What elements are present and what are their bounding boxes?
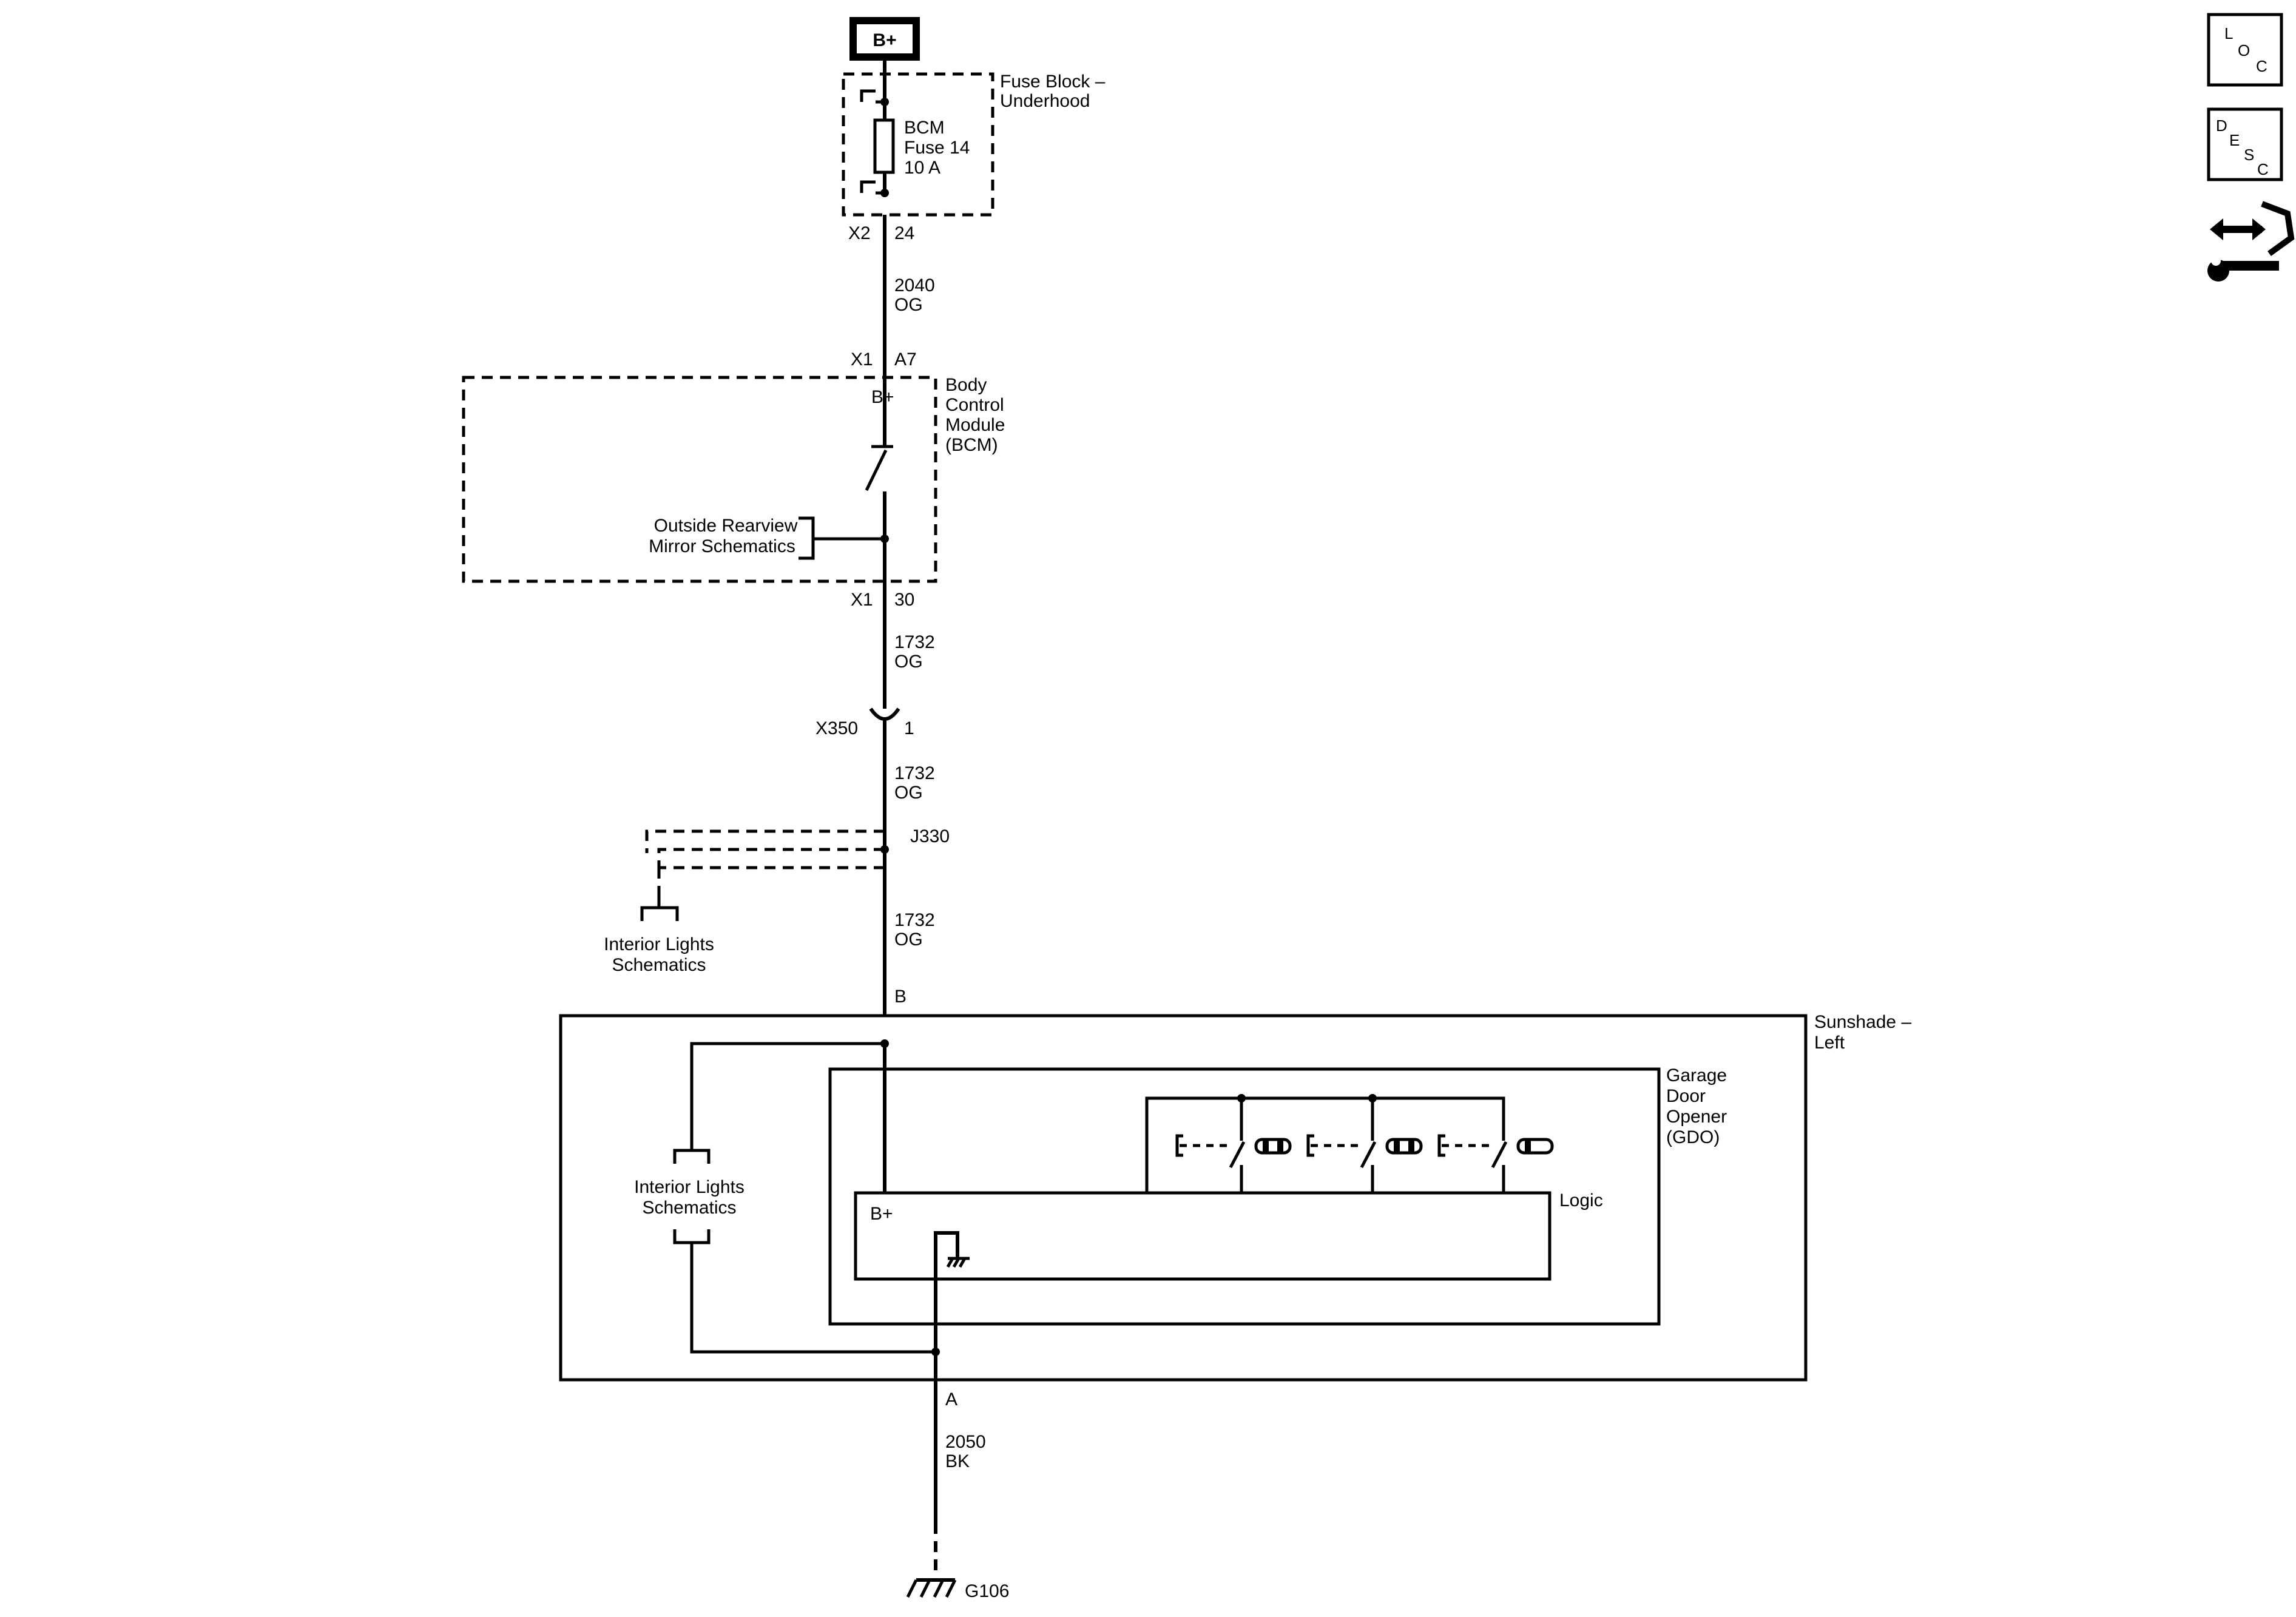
fuse-name-2: Fuse 14 — [904, 138, 970, 158]
sunshade-name-1: Sunshade – — [1814, 1012, 1911, 1032]
garage-door-opener: Garage Door Opener (GDO) — [828, 1044, 1727, 1380]
fuse-block-pin: 24 — [894, 223, 914, 243]
gdo-name-4: (GDO) — [1666, 1127, 1720, 1147]
gdo-button-1 — [1175, 1098, 1292, 1193]
body-control-module: X1 A7 B+ Outside Rearview Mirror Schemat… — [462, 349, 1005, 610]
wire-2040-circuit: 2040 — [894, 275, 935, 295]
battery-label: B+ — [873, 30, 896, 50]
gdo-logic: Logic B+ — [854, 1190, 1603, 1380]
wire-2040-color: OG — [894, 295, 923, 315]
x350-pin: 1 — [904, 718, 914, 738]
wire-1732-b-circuit: 1732 — [894, 763, 935, 783]
bcm-reference-2: Mirror Schematics — [649, 536, 795, 556]
fuse-block-name-2: Underhood — [1000, 91, 1090, 111]
bcm-pin-out: 30 — [894, 590, 914, 610]
wire-1732-c-color: OG — [894, 930, 923, 950]
bcm-name-4: (BCM) — [945, 435, 998, 455]
gdo-button-2 — [1306, 1098, 1423, 1193]
svg-text:C: C — [2257, 160, 2269, 178]
fuse-block-connector: X2 — [848, 223, 871, 243]
svg-text:L: L — [2224, 24, 2233, 42]
sunshade-pin-a: A — [945, 1389, 957, 1409]
fuse-name-1: BCM — [904, 118, 945, 138]
j330-reference-2: Schematics — [612, 955, 706, 975]
wire-1732-a-color: OG — [894, 652, 923, 672]
description-icon[interactable]: D E S C — [2207, 107, 2283, 181]
bcm-name-2: Control — [945, 395, 1004, 415]
battery-terminal: B+ — [849, 17, 920, 61]
ground-g106: G106 — [906, 1578, 1009, 1601]
wire-1732-b-color: OG — [894, 783, 923, 803]
connector-repair-icon[interactable] — [2207, 201, 2295, 282]
x350-name: X350 — [815, 718, 858, 738]
fuse-14 — [873, 118, 895, 174]
inline-connector-x350: X350 1 — [815, 707, 914, 832]
bcm-name-1: Body — [945, 375, 987, 395]
ground-name: G106 — [965, 1581, 1009, 1601]
gdo-button-3 — [1437, 1134, 1554, 1193]
fuse-rating: 10 A — [904, 158, 940, 178]
svg-text:D: D — [2216, 116, 2227, 135]
wire-2050-circuit: 2050 — [945, 1432, 986, 1452]
j330-reference-1: Interior Lights — [604, 934, 714, 954]
svg-text:C: C — [2256, 57, 2267, 75]
gdo-logic-input: B+ — [870, 1204, 893, 1224]
j330-name: J330 — [910, 826, 950, 846]
bcm-pin-in: A7 — [894, 349, 917, 370]
gdo-name-2: Door — [1666, 1086, 1706, 1106]
bcm-name-3: Module — [945, 415, 1005, 435]
gdo-logic-label: Logic — [1559, 1190, 1603, 1210]
location-icon[interactable]: L O C — [2207, 13, 2283, 87]
sunshade-reference-1: Interior Lights — [634, 1177, 745, 1197]
fuse-block-name-1: Fuse Block – — [1000, 72, 1106, 92]
gdo-name-1: Garage — [1666, 1065, 1727, 1085]
bcm-connector-in: X1 — [851, 349, 873, 370]
gdo-name-3: Opener — [1666, 1107, 1727, 1127]
splice-pack-j330: J330 Interior Lights Schematics — [604, 826, 950, 975]
svg-text:E: E — [2229, 131, 2240, 149]
wire-1732-a-circuit: 1732 — [894, 632, 935, 652]
svg-text:S: S — [2244, 146, 2254, 164]
sunshade-pin-b: B — [894, 987, 907, 1007]
bcm-reference-1: Outside Rearview — [654, 516, 798, 536]
bcm-connector-out: X1 — [851, 590, 873, 610]
sunshade-name-2: Left — [1814, 1033, 1845, 1053]
sunshade-reference-2: Schematics — [642, 1198, 736, 1218]
svg-text:O: O — [2238, 41, 2250, 59]
sunshade-left: B Sunshade – Left Interior Lights Schema… — [559, 987, 1911, 1409]
wire-1732-c-circuit: 1732 — [894, 910, 935, 930]
fuse-block-underhood: Fuse Block – Underhood BCM Fuse 14 10 A … — [842, 72, 1106, 243]
wire-2050-color: BK — [945, 1451, 970, 1471]
bcm-input-label: B+ — [871, 387, 894, 407]
